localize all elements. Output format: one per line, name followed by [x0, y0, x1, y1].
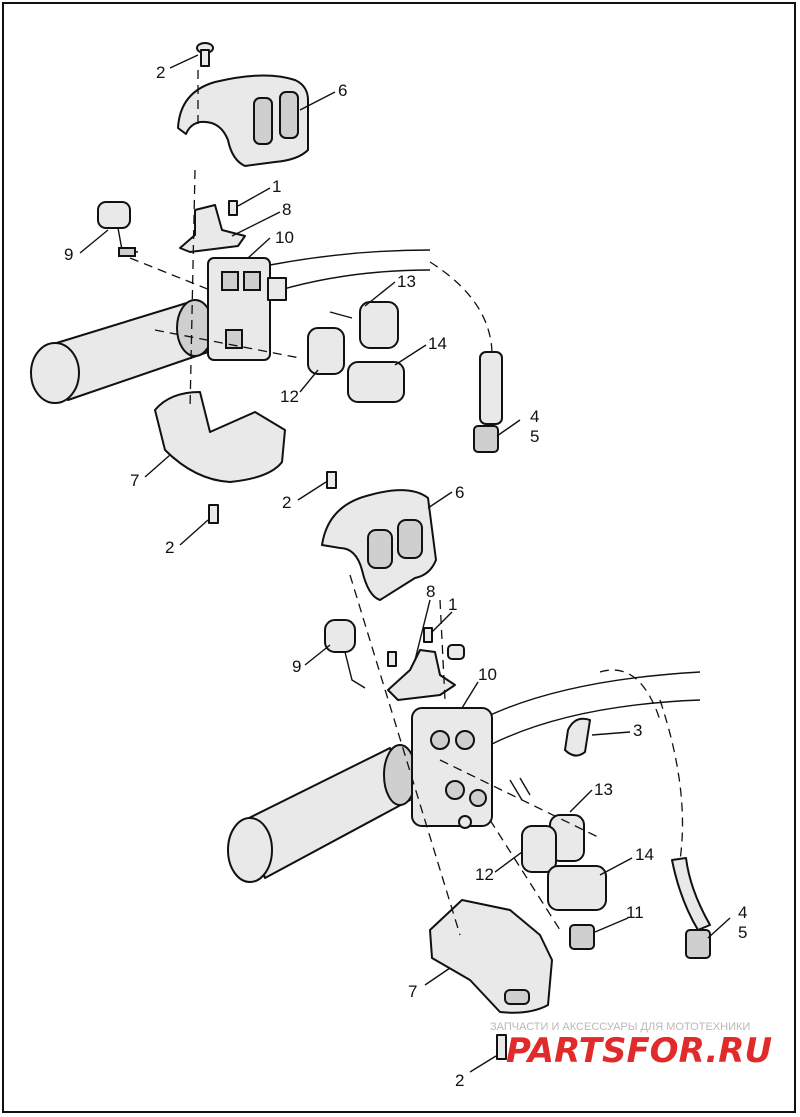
- label-bottom-13: 13: [594, 780, 613, 799]
- connector-9-bottom: [324, 619, 366, 689]
- switch-housing-top: [207, 257, 287, 361]
- label-bottom-5: 5: [738, 923, 747, 942]
- label-top-6: 6: [338, 81, 347, 100]
- screw-top-low: [208, 504, 219, 524]
- bracket-top: [179, 204, 246, 253]
- label-top-8: 8: [282, 200, 291, 219]
- label-bottom-2: 2: [455, 1071, 464, 1090]
- label-bottom-6: 6: [455, 483, 464, 502]
- connector-4-bottom: [685, 929, 711, 959]
- clip-3: [564, 717, 591, 757]
- label-top-1: 1: [272, 177, 281, 196]
- label-bottom-12: 12: [475, 865, 494, 884]
- label-bottom-3: 3: [633, 721, 642, 740]
- screw-1-bottom: [423, 627, 433, 643]
- label-bottom-8: 8: [426, 582, 435, 601]
- upper-housing-bottom: [321, 489, 437, 601]
- bracket-bottom: [387, 649, 456, 701]
- label-top-9: 9: [64, 245, 73, 264]
- upper-housing-top: [177, 74, 309, 167]
- leader-lines: [79, 54, 731, 1073]
- grip-top: [30, 299, 214, 404]
- label-top-7: 7: [130, 471, 139, 490]
- screw-1-top: [228, 200, 238, 216]
- screw-top-mid: [326, 471, 337, 489]
- watermark: ЗАПЧАСТИ И АКСЕССУАРЫ ДЛЯ МОТОТЕХНИКИ PA…: [490, 1021, 772, 1071]
- label-bottom-7: 7: [408, 982, 417, 1001]
- label-top-2a: 2: [156, 63, 165, 82]
- lower-housing-top: [154, 391, 286, 483]
- label-bottom-14: 14: [635, 845, 654, 864]
- label-bottom-11: 11: [626, 903, 644, 922]
- label-bottom-9: 9: [292, 657, 301, 676]
- label-bottom-1: 1: [448, 595, 457, 614]
- switch-caps-top: [307, 301, 405, 403]
- screw-top: [196, 42, 214, 67]
- screw-bottom: [496, 1034, 507, 1060]
- label-top-2c: 2: [165, 538, 174, 557]
- label-top-2b: 2: [282, 493, 291, 512]
- bottom-assembly: [227, 489, 711, 1060]
- watermark-logo: PARTSFOR.RU: [506, 1031, 772, 1071]
- switch-caps-bottom: [509, 777, 607, 950]
- label-bottom-4: 4: [738, 903, 747, 922]
- label-top-4: 4: [530, 407, 539, 426]
- label-top-14: 14: [428, 334, 447, 353]
- connector-4-top: [473, 425, 499, 453]
- watermark-tagline: ЗАПЧАСТИ И АКСЕССУАРЫ ДЛЯ МОТОТЕХНИКИ: [490, 1021, 750, 1033]
- top-assembly: [30, 42, 503, 524]
- label-bottom-10: 10: [478, 665, 497, 684]
- switch-housing-bottom: [411, 707, 493, 829]
- grip-bottom: [227, 744, 417, 883]
- label-top-5: 5: [530, 427, 539, 446]
- part-labels: 2 6 1 8 9 10 13 14 12 4 5 7 2 2 6 8 1 9 …: [64, 63, 747, 1090]
- label-top-12: 12: [280, 387, 299, 406]
- label-top-13: 13: [397, 272, 416, 291]
- connector-9-top: [97, 201, 139, 257]
- label-top-10: 10: [275, 228, 294, 247]
- lower-housing-bottom: [429, 899, 553, 1014]
